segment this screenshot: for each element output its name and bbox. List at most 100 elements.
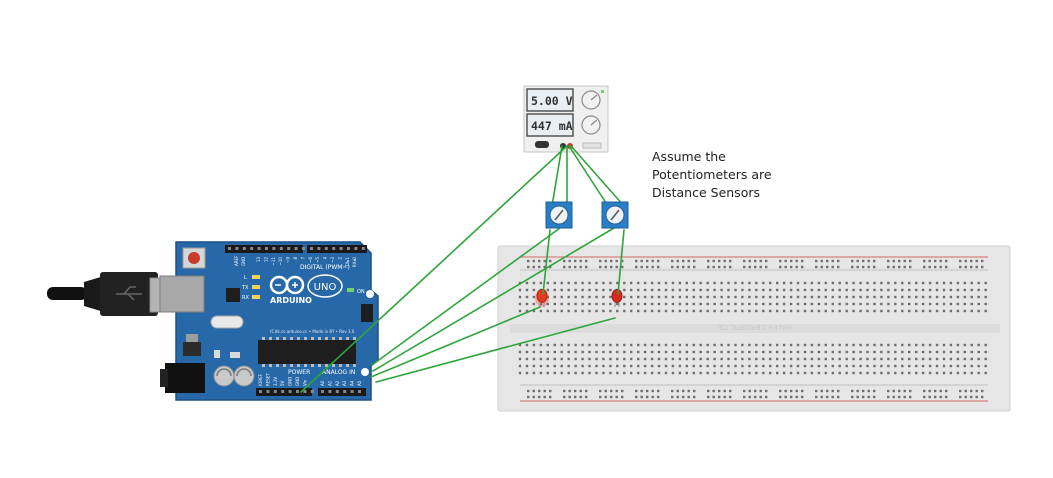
breadboard-rail-hole — [759, 259, 762, 263]
breadboard-hole — [949, 281, 953, 285]
breadboard-hole — [859, 288, 862, 292]
breadboard-rail-hole — [959, 259, 962, 263]
breadboard-hole — [678, 343, 682, 347]
breadboard-rail-hole — [729, 389, 732, 393]
breadboard-hole — [908, 309, 911, 313]
breadboard-rail-hole — [887, 265, 890, 269]
breadboard-hole — [935, 357, 939, 361]
breadboard-hole — [859, 281, 862, 285]
breadboard-hole — [713, 357, 716, 361]
breadboard-hole — [977, 281, 980, 285]
breadboard-rail-hole — [599, 265, 602, 269]
wires — [300, 145, 625, 393]
wire-pot1-to-a0 — [371, 227, 561, 366]
breadboard-hole — [657, 281, 661, 285]
breadboard-hole — [803, 281, 807, 285]
header-pin — [339, 247, 343, 250]
breadboard-hole — [748, 281, 751, 285]
breadboard-hole — [915, 309, 918, 313]
breadboard-rail-hole — [754, 265, 757, 269]
analog-pin-label: A5 — [357, 380, 362, 386]
usb-chip — [226, 288, 240, 302]
breadboard-hole — [762, 281, 765, 285]
breadboard-rail-hole — [676, 389, 679, 393]
breadboard-hole — [810, 302, 814, 306]
breadboard-hole — [977, 350, 980, 354]
breadboard-hole — [539, 281, 543, 285]
bottom-header-pins — [259, 390, 361, 393]
breadboard-hole — [664, 288, 668, 292]
breadboard-hole — [560, 371, 563, 375]
breadboard-hole — [949, 364, 953, 368]
breadboard-hole — [713, 343, 716, 347]
breadboard-rail-hole — [635, 259, 638, 263]
breadboard-hole — [782, 302, 786, 306]
breadboard-rail-hole — [549, 389, 552, 393]
breadboard-hole — [880, 371, 883, 375]
breadboard-hole — [588, 288, 591, 292]
usb-port — [159, 275, 205, 313]
breadboard-hole — [643, 371, 647, 375]
breadboard-rail-hole — [743, 259, 746, 263]
breadboard-hole — [921, 302, 925, 306]
breadboard-rail-hole — [712, 395, 715, 399]
breadboard-hole — [643, 302, 647, 306]
breadboard-hole — [776, 364, 779, 368]
breadboard-hole — [915, 295, 918, 299]
power-pin-label: GND — [288, 377, 293, 386]
breadboard-hole — [616, 364, 619, 368]
mounting-hole — [361, 368, 369, 376]
breadboard-hole — [935, 302, 939, 306]
reset-button[interactable] — [188, 252, 200, 264]
breadboard-rail-hole — [945, 259, 948, 263]
breadboard-rail-hole — [837, 259, 840, 263]
breadboard-rail-hole — [615, 389, 618, 393]
breadboard-hole — [657, 350, 661, 354]
chip-pin — [346, 337, 349, 340]
breadboard-hole — [720, 281, 723, 285]
breadboard-hole — [769, 281, 772, 285]
breadboard-hole — [741, 309, 744, 313]
breadboard-rail-hole — [712, 389, 715, 393]
wire-pot2-to-led2 — [617, 229, 625, 295]
breadboard-hole — [602, 343, 605, 347]
breadboard-hole — [560, 295, 563, 299]
tx-label: TX — [241, 285, 249, 291]
uno-text: UNO — [314, 282, 337, 293]
breadboard-hole — [824, 302, 827, 306]
breadboard-hole — [623, 309, 626, 313]
breadboard-hole — [546, 295, 549, 299]
breadboard-rail-hole — [707, 395, 710, 399]
terminal-label-plate — [582, 142, 602, 149]
breadboard-hole — [713, 281, 716, 285]
breadboard-rail-hole — [903, 265, 906, 269]
breadboard-hole — [901, 302, 904, 306]
breadboard-hole — [915, 371, 918, 375]
breadboard-hole — [741, 281, 744, 285]
breadboard-hole — [984, 371, 987, 375]
digital-pin-label: 7 — [300, 257, 305, 260]
breadboard-hole — [595, 357, 598, 361]
header-pin — [265, 247, 268, 250]
breadboard-hole — [803, 357, 807, 361]
power-switch[interactable] — [535, 141, 549, 148]
breadboard-rail-hole — [923, 395, 926, 399]
power-pin-label: 3.3V — [273, 377, 278, 386]
breadboard-hole — [748, 343, 751, 347]
breadboard-rail-hole — [801, 389, 804, 393]
breadboard-hole — [553, 364, 556, 368]
breadboard-hole — [685, 288, 688, 292]
led-2 — [611, 289, 623, 307]
breadboard-hole — [539, 357, 543, 361]
smd-component — [214, 350, 220, 358]
breadboard-rail-hole — [712, 265, 715, 269]
breadboard-hole — [748, 302, 751, 306]
header-pin — [303, 390, 307, 393]
breadboard-hole — [942, 309, 946, 313]
led-red-1 — [536, 289, 548, 303]
breadboard-hole — [755, 350, 758, 354]
breadboard-hole — [720, 343, 723, 347]
breadboard-hole — [782, 364, 786, 368]
breadboard-hole — [699, 364, 702, 368]
breadboard-hole — [949, 343, 953, 347]
